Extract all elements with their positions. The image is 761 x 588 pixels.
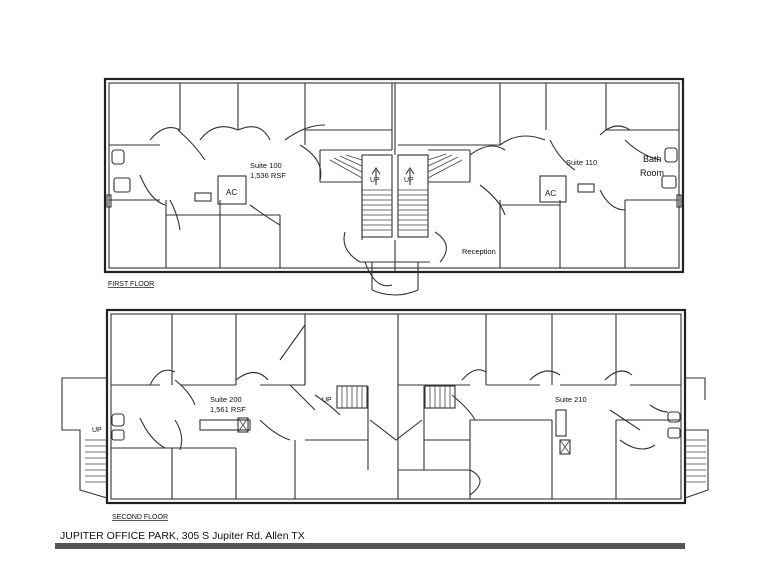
second-floor-left-rooms	[111, 314, 306, 499]
suite-110-name: Suite 110	[566, 158, 597, 167]
footer-bar	[55, 543, 685, 549]
first-floor-outer-wall	[103, 77, 685, 274]
up-left-label: UP	[370, 177, 380, 184]
suite-200-size: 1,561 RSF	[210, 405, 246, 414]
suite-100-name: Suite 100	[250, 161, 282, 170]
second-floor-outer-wall	[105, 308, 687, 505]
ac-left-label: AC	[226, 188, 237, 197]
up-right-label: UP	[404, 177, 414, 184]
first-floor-left-door-swings	[139, 124, 393, 287]
reception-label: Reception	[462, 247, 496, 256]
suite-100-size: 1,536 RSF	[250, 171, 286, 180]
second-floor-label: SECOND FLOOR	[112, 514, 168, 521]
first-floor-right-rooms	[398, 83, 679, 268]
suite-210-name: Suite 210	[555, 395, 587, 404]
second-floor-right-rooms	[398, 314, 681, 499]
bath-label: Bath	[643, 154, 662, 164]
first-floor-stairs-right	[394, 83, 463, 272]
first-floor-entry	[360, 261, 430, 296]
footer-caption: JUPITER OFFICE PARK, 305 S Jupiter Rd. A…	[60, 530, 305, 542]
first-floor-stairs-left	[329, 154, 393, 238]
up-center-label: UP	[322, 397, 332, 404]
second-floor-left-door-swings	[139, 369, 341, 451]
first-floor-plan	[103, 77, 685, 296]
suite-200-name: Suite 200	[210, 395, 242, 404]
second-floor-right-door-swings	[451, 369, 669, 450]
first-floor-label: FIRST FLOOR	[108, 281, 154, 288]
up-stair-left-label: UP	[92, 427, 102, 434]
first-floor-right-door-swings	[434, 125, 661, 263]
second-floor-plan	[61, 308, 709, 505]
room-label: Room	[640, 168, 664, 178]
ac-right-label: AC	[545, 189, 556, 198]
